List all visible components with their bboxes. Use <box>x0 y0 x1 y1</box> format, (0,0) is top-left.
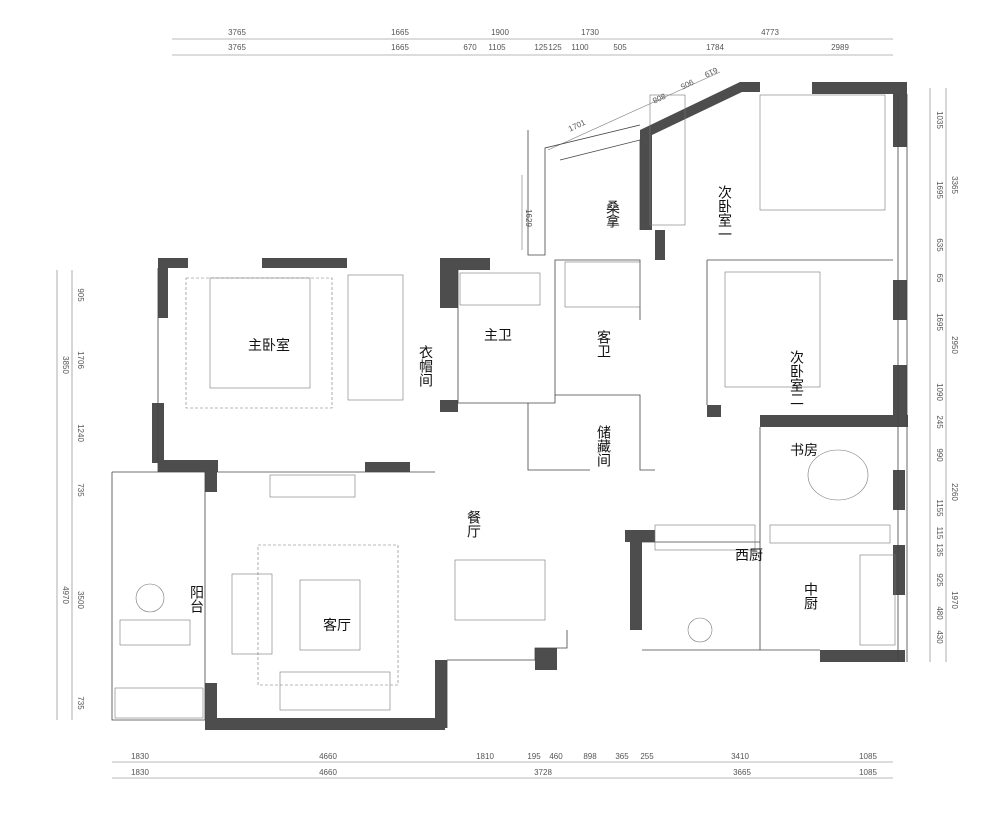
dimension-label: 3410 <box>731 752 749 761</box>
dimension-label: 3365 <box>950 176 959 194</box>
dimension-label: 1810 <box>476 752 494 761</box>
dimension-label: 135 <box>935 543 944 557</box>
dimension-label: 505 <box>613 43 627 52</box>
room-living: 客厅 <box>323 617 351 634</box>
dimension-label: 925 <box>935 573 944 587</box>
dimension-label: 1665 <box>391 28 409 37</box>
dimension-label: 1900 <box>491 28 509 37</box>
dimension-label: 125 <box>534 43 548 52</box>
dimension-label: 4970 <box>61 586 70 604</box>
dimension-label: 3665 <box>733 768 751 777</box>
dimension-label: 1701 <box>567 118 587 134</box>
dimension-label: 1085 <box>859 768 877 777</box>
room-master-bedroom: 主卧室 <box>248 337 290 354</box>
room-master-bath: 主卫 <box>484 328 512 344</box>
dimension-label: 1085 <box>859 752 877 761</box>
dimension-label: 255 <box>640 752 654 761</box>
room-bedroom-2: 次卧室一 <box>716 185 732 241</box>
dimension-label: 808 <box>651 91 667 105</box>
dimension-label: 245 <box>935 415 944 429</box>
dimension-label: 1105 <box>488 43 506 52</box>
room-storage: 储藏间 <box>595 425 611 468</box>
dimension-label: 4773 <box>761 28 779 37</box>
dimension-label: 1695 <box>935 181 944 199</box>
dimension-label: 1830 <box>131 768 149 777</box>
dimension-label: 480 <box>935 606 944 620</box>
dimension-label: 1035 <box>935 111 944 129</box>
dimension-label: 1155 <box>935 499 944 517</box>
dimension-label: 1090 <box>935 383 944 401</box>
dimension-line <box>547 71 721 151</box>
room-sauna: 桑拿 <box>604 200 620 228</box>
walls <box>152 82 908 730</box>
room-chinese-kitchen: 中厨 <box>802 582 818 610</box>
dimension-label: 1706 <box>76 351 85 369</box>
dimension-label: 635 <box>935 238 944 252</box>
dimension-label: 1100 <box>571 43 589 52</box>
dimension-label: 2989 <box>831 43 849 52</box>
dimension-label: 898 <box>583 752 597 761</box>
dimension-label: 619 <box>703 65 719 79</box>
dimension-label: 3728 <box>534 768 552 777</box>
dimension-label: 2950 <box>950 336 959 354</box>
dimension-label: 735 <box>76 483 85 497</box>
dimension-label: 460 <box>549 752 563 761</box>
room-bedroom-3: 次卧室二 <box>788 350 804 406</box>
dimension-label: 905 <box>679 77 695 91</box>
room-study: 书房 <box>790 443 818 459</box>
dimension-label: 4660 <box>319 768 337 777</box>
room-balcony: 阳台 <box>188 585 204 613</box>
dimension-label: 65 <box>935 274 944 283</box>
dimension-label: 365 <box>615 752 629 761</box>
dimension-label: 905 <box>76 288 85 302</box>
dimension-label: 1629 <box>524 209 533 227</box>
dimension-label: 3765 <box>228 43 246 52</box>
room-dining: 餐厅 <box>465 510 481 538</box>
dimension-label: 115 <box>935 527 944 540</box>
dimension-label: 1830 <box>131 752 149 761</box>
dimension-label: 1784 <box>706 43 724 52</box>
room-labels: 主卧室 衣帽间 主卫 客卫 桑拿 次卧室一 次卧室二 储藏间 书房 餐厅 客厅 … <box>188 185 818 634</box>
thin-lines <box>111 94 908 728</box>
dimension-label: 2260 <box>950 483 959 501</box>
dimension-label: 3500 <box>76 591 85 609</box>
dimension-label: 3765 <box>228 28 246 37</box>
dimension-label: 990 <box>935 448 944 462</box>
room-guest-bath: 客卫 <box>595 329 611 358</box>
dimension-label: 1665 <box>391 43 409 52</box>
dimension-label: 195 <box>527 752 541 761</box>
room-walkin-closet: 衣帽间 <box>417 345 433 388</box>
dimension-label: 1730 <box>581 28 599 37</box>
dimension-label: 1240 <box>76 424 85 442</box>
dimension-label: 430 <box>935 630 944 644</box>
dimension-label: 3850 <box>61 356 70 374</box>
dimension-label: 735 <box>76 696 85 710</box>
dimension-label: 125 <box>548 43 562 52</box>
dimension-label: 4660 <box>319 752 337 761</box>
dimension-label: 1970 <box>950 591 959 609</box>
room-western-kitchen: 西厨 <box>735 548 763 564</box>
dimension-label: 670 <box>463 43 477 52</box>
dimension-label: 1695 <box>935 313 944 331</box>
